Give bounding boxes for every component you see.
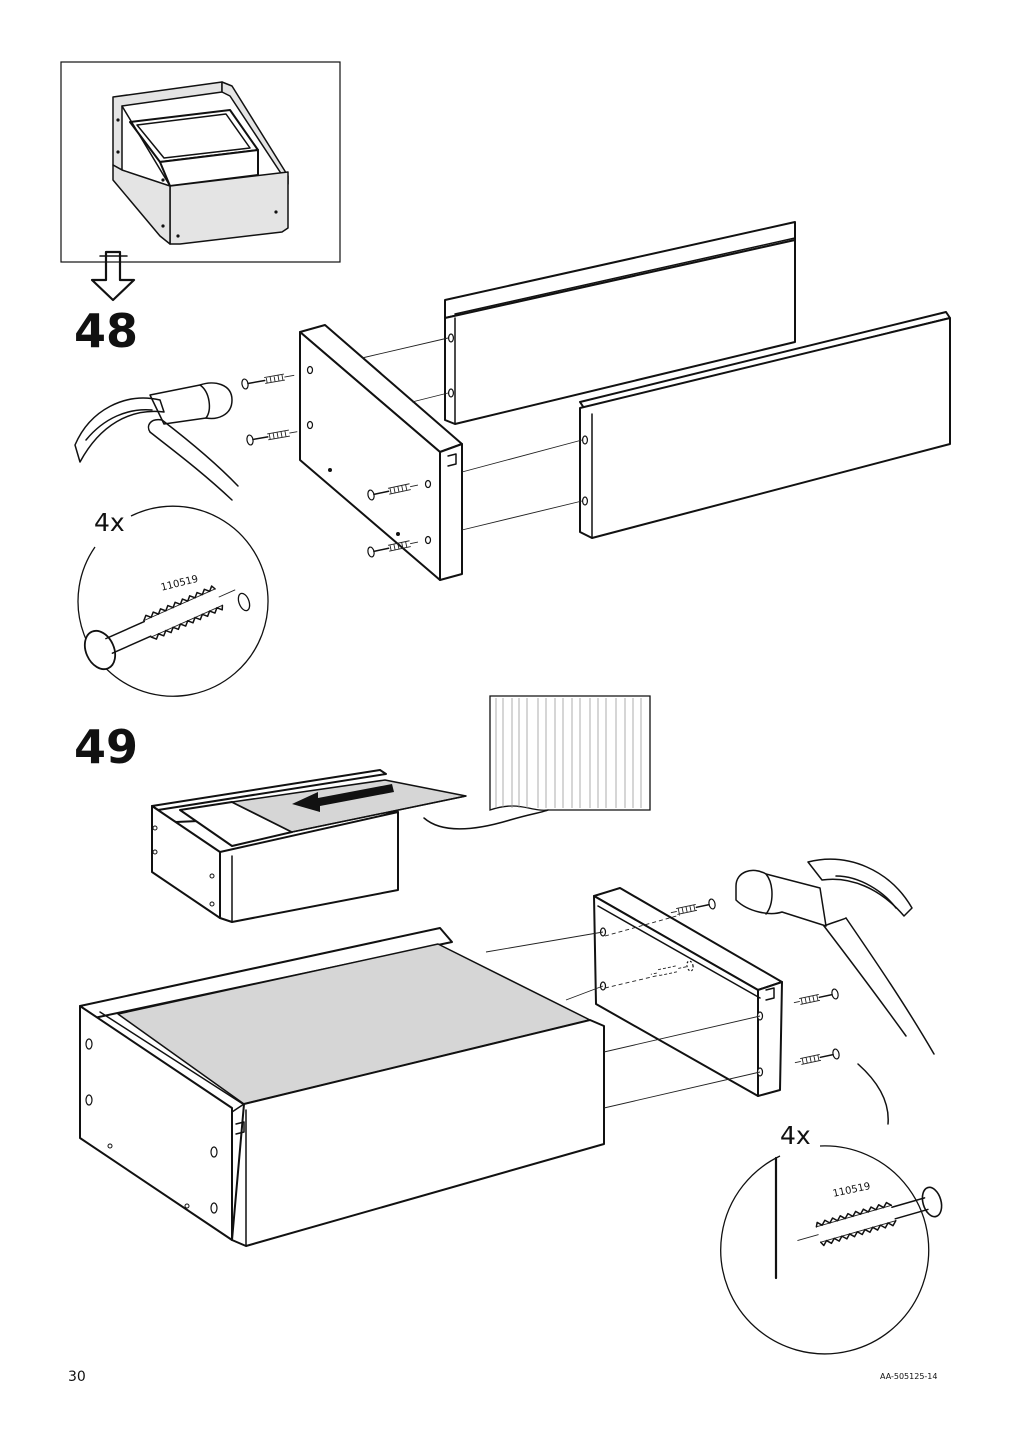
step48-quantity: 4x — [94, 508, 125, 537]
step-number-49: 49 — [74, 720, 139, 774]
document-id: AA-505125-14 — [880, 1372, 938, 1381]
step-number-48: 48 — [74, 304, 139, 358]
step49-nails — [650, 898, 840, 1065]
step49-small-drawer — [151, 769, 467, 923]
step49-surface-detail — [423, 695, 651, 830]
step49-front-panel — [593, 887, 783, 1097]
step49-large-drawer — [79, 927, 605, 1247]
step49-hammer-icon — [735, 858, 935, 1055]
step49-detail-pointer — [857, 1063, 889, 1125]
step49-quantity: 4x — [780, 1121, 811, 1150]
step48-detail-circle — [77, 505, 269, 697]
step48-side-panel — [299, 324, 463, 581]
page-number: 30 — [68, 1369, 86, 1385]
down-arrow-icon — [90, 250, 136, 302]
step48-long-panel-upper — [444, 221, 796, 425]
nail-icon — [241, 373, 419, 558]
step49-detail-circle — [720, 1145, 943, 1355]
step48-guide-lines — [361, 337, 583, 531]
hammer-icon — [74, 382, 239, 501]
step49-guide-lines — [485, 914, 761, 1109]
drawer-overview-icon — [112, 81, 289, 245]
step48-long-panel-lower — [579, 311, 951, 539]
arrow-icon — [292, 784, 394, 812]
